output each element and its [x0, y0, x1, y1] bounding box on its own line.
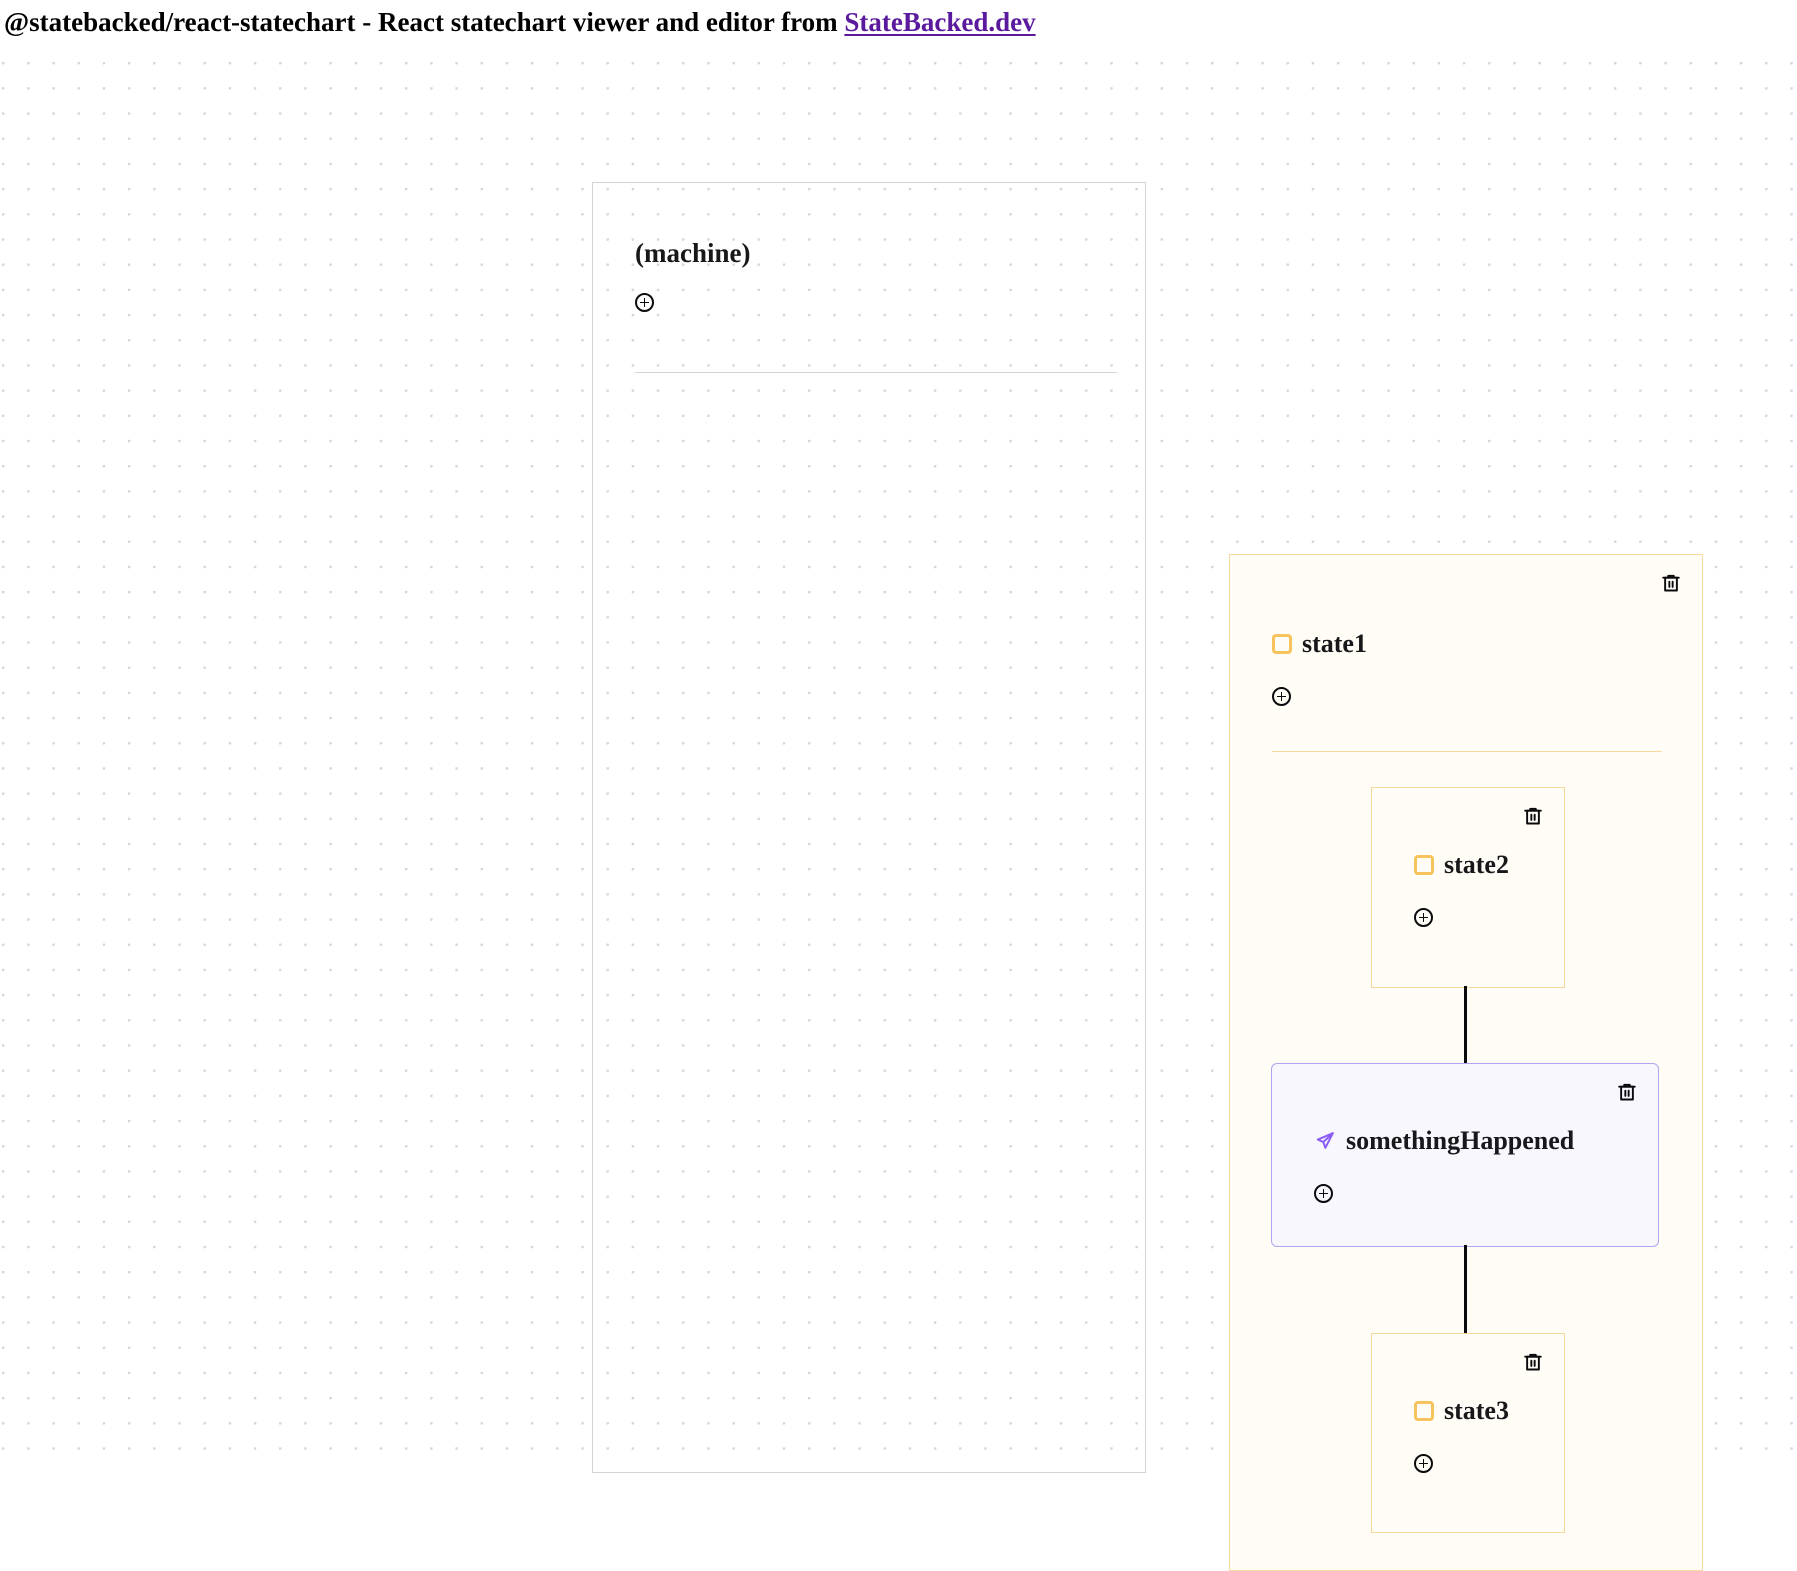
statebacked-dev-link[interactable]: StateBacked.dev [844, 7, 1036, 37]
plus-circle-icon[interactable] [1314, 1184, 1333, 1203]
trash-icon[interactable] [1616, 1080, 1638, 1104]
state1-title-label: state1 [1302, 629, 1367, 658]
machine-divider [635, 372, 1117, 373]
trash-icon[interactable] [1522, 804, 1544, 828]
cursor-arrow-icon [1314, 1130, 1336, 1152]
square-state-icon [1414, 1401, 1434, 1421]
square-state-icon [1272, 634, 1292, 654]
state1-title-row: state1 [1272, 629, 1367, 659]
plus-circle-icon[interactable] [1272, 687, 1291, 706]
transition-edge-state2-to-somethingHappened [1464, 986, 1467, 1065]
state-node-state2[interactable]: state2 [1371, 787, 1565, 988]
plus-circle-icon[interactable] [635, 293, 654, 312]
plus-circle-icon[interactable] [1414, 908, 1433, 927]
machine-title-label: (machine) [635, 238, 751, 268]
state-node-state3[interactable]: state3 [1371, 1333, 1565, 1533]
state1-divider [1272, 751, 1662, 752]
transition-edge-somethingHappened-to-state3 [1464, 1245, 1467, 1335]
page-header-text: @statebacked/react-statechart - React st… [4, 7, 845, 37]
event-title-label: somethingHappened [1346, 1126, 1575, 1155]
page-header: @statebacked/react-statechart - React st… [0, 0, 1036, 44]
machine-node[interactable]: (machine) state1 [592, 182, 1703, 1571]
event-title-row: somethingHappened [1314, 1126, 1574, 1156]
square-state-icon [1414, 855, 1434, 875]
trash-icon[interactable] [1522, 1350, 1544, 1374]
state2-title-label: state2 [1444, 850, 1509, 879]
state3-title-label: state3 [1444, 1396, 1509, 1425]
state3-title-row: state3 [1414, 1396, 1509, 1426]
plus-circle-icon[interactable] [1414, 1454, 1433, 1473]
statechart-canvas[interactable]: (machine) state1 [0, 44, 1797, 1571]
event-node-somethingHappened[interactable]: somethingHappened [1271, 1063, 1659, 1247]
state2-title-row: state2 [1414, 850, 1509, 880]
trash-icon[interactable] [1660, 571, 1682, 595]
machine-title-row: (machine) [635, 238, 750, 269]
